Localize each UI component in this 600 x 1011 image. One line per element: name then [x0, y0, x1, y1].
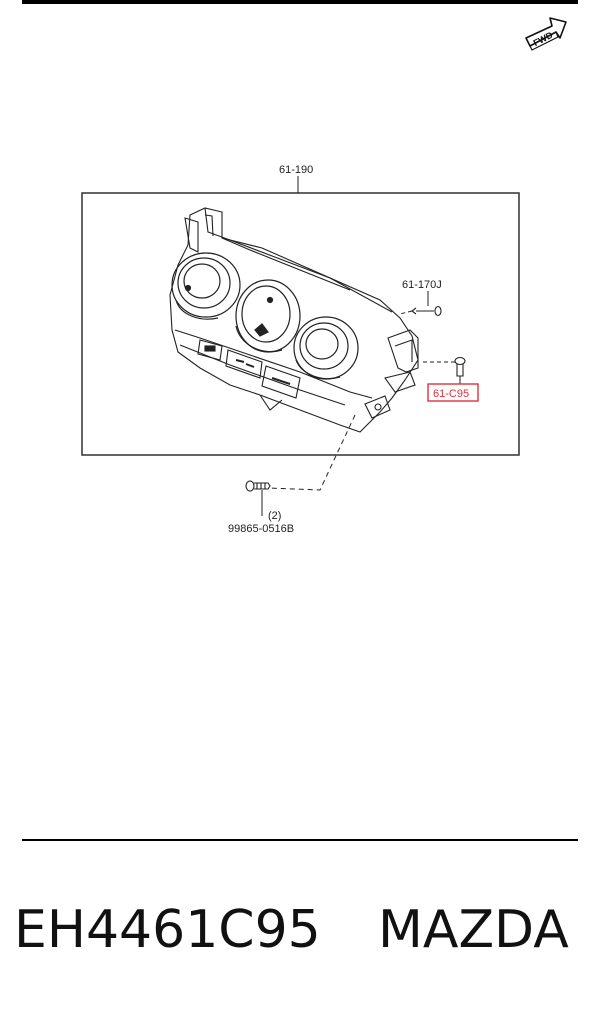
right-knob [293, 316, 359, 380]
top-rule [22, 0, 578, 4]
assembly-frame [81, 192, 520, 456]
parts-diagram: FWD 61-190 [81, 17, 567, 535]
part-c95-label: 61-C95 [433, 388, 469, 400]
climate-control-panel [169, 207, 419, 433]
brand-name: MAZDA [378, 900, 569, 960]
lower-screw-dash [267, 414, 356, 491]
footer: EH4461C95 MAZDA [0, 890, 600, 970]
screw-upper-dash [399, 310, 413, 315]
button-row [197, 339, 301, 399]
part-number: EH4461C95 [14, 900, 321, 960]
left-knob [171, 252, 241, 320]
bottom-rule [22, 839, 578, 841]
screw-lower-icon [245, 480, 271, 492]
assembly-label: 61-190 [279, 164, 313, 176]
center-knob [235, 279, 301, 353]
part-c95-icon [454, 356, 466, 377]
screw-upper-label: 61-170J [402, 279, 442, 291]
screw-lower-quantity: (2) [268, 510, 281, 522]
part-c95-highlight-box [427, 383, 479, 402]
fwd-direction-icon: FWD [525, 17, 567, 51]
screw-lower-label: 99865-0516B [228, 523, 294, 535]
screw-upper-icon [411, 305, 442, 317]
